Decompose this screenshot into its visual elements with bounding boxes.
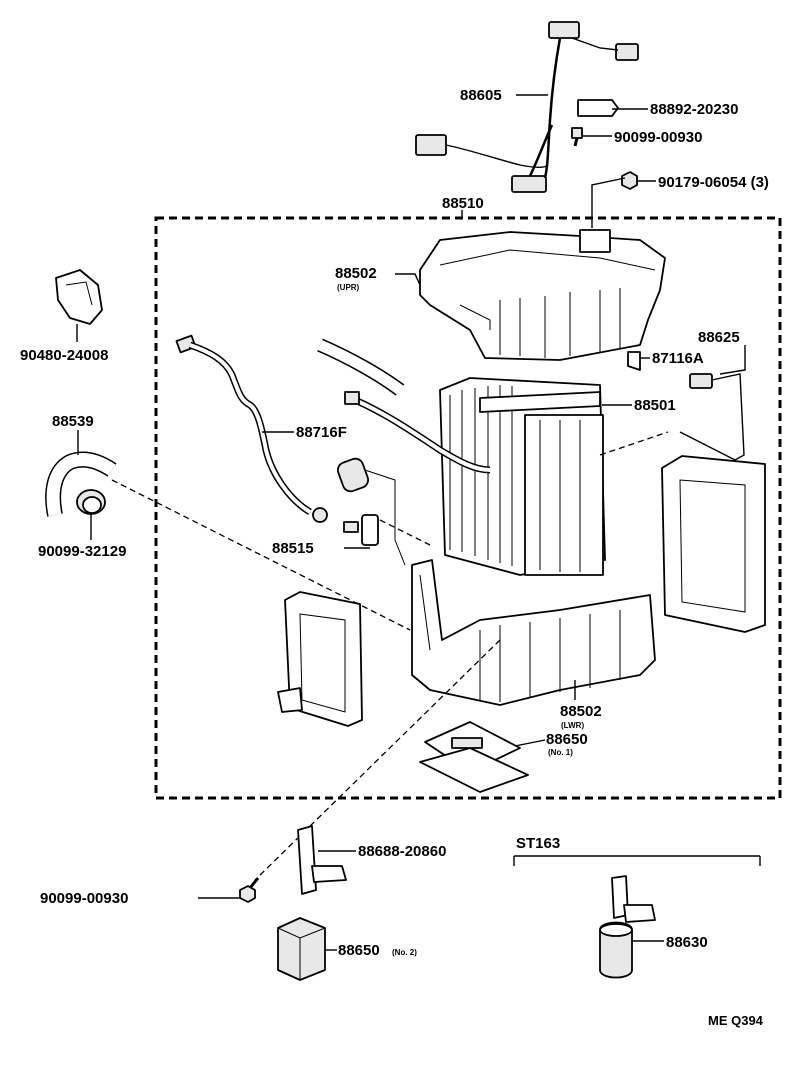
amplifier-board-88650-no1 (419, 721, 529, 793)
grommet-90480 (55, 269, 103, 325)
label-88716F: 88716F (296, 424, 347, 441)
lower-case-88502 (411, 559, 656, 706)
clip-88892 (577, 99, 619, 117)
label-88515: 88515 (272, 540, 314, 557)
label-88650-no2: 88650 (338, 942, 380, 959)
label-88650-no2-sub: (No. 2) (392, 948, 417, 957)
bolt-90099-top (571, 127, 583, 147)
bracket-88688 (297, 825, 347, 895)
label-87116A: 87116A (652, 350, 704, 367)
pipe-88716F (175, 334, 328, 523)
label-90099-00930-bottom: 90099-00930 (40, 890, 128, 907)
dashed-leader-hose (111, 479, 411, 631)
label-88688-20860: 88688-20860 (358, 843, 446, 860)
label-88625: 88625 (698, 329, 740, 346)
nut-90179 (621, 171, 638, 190)
amplifier-88650-no2 (277, 917, 326, 981)
plug-90099-32129 (76, 489, 106, 515)
label-90179-06054: 90179-06054 (3) (658, 174, 769, 191)
upper-case-88502 (419, 229, 666, 361)
drain-hose-88539 (45, 451, 117, 517)
label-88650-no1-sub: (No. 1) (548, 748, 573, 757)
label-90099-00930-top: 90099-00930 (614, 129, 702, 146)
label-st163: ST163 (516, 835, 560, 852)
thermistor-88625 (679, 373, 745, 461)
label-88502-upr: 88502 (335, 265, 377, 282)
expansion-valve-88515 (337, 457, 406, 566)
label-88510: 88510 (442, 195, 484, 212)
label-88502-upr-sub: (UPR) (337, 283, 360, 292)
label-88630: 88630 (666, 934, 708, 951)
dashed-leader-bolt (254, 639, 501, 881)
dashed-leader-valve (379, 519, 431, 546)
evaporator-88501 (439, 377, 606, 576)
label-88502-lwr-sub: (LWR) (561, 721, 584, 730)
label-88892-20230: 88892-20230 (650, 101, 738, 118)
label-88650-no1: 88650 (546, 731, 588, 748)
label-90099-32129: 90099-32129 (38, 543, 126, 560)
valve-88630 (599, 875, 656, 979)
assembly-boundary (154, 216, 782, 800)
wire-harness-88605 (415, 21, 639, 193)
seal-frame-left (277, 591, 363, 727)
clip-87116A (627, 351, 641, 371)
label-88501: 88501 (634, 397, 676, 414)
label-88502-lwr: 88502 (560, 703, 602, 720)
figure-code: ME Q394 (708, 1013, 764, 1028)
bolt-90099-bottom (239, 877, 260, 903)
suction-hose (317, 338, 491, 474)
label-90480-24008: 90480-24008 (20, 347, 108, 364)
leader-lines (76, 94, 746, 951)
label-88539: 88539 (52, 413, 94, 430)
dashed-leader-thermistor (599, 431, 669, 456)
seal-frame-right (661, 455, 766, 633)
label-88605: 88605 (460, 87, 502, 104)
